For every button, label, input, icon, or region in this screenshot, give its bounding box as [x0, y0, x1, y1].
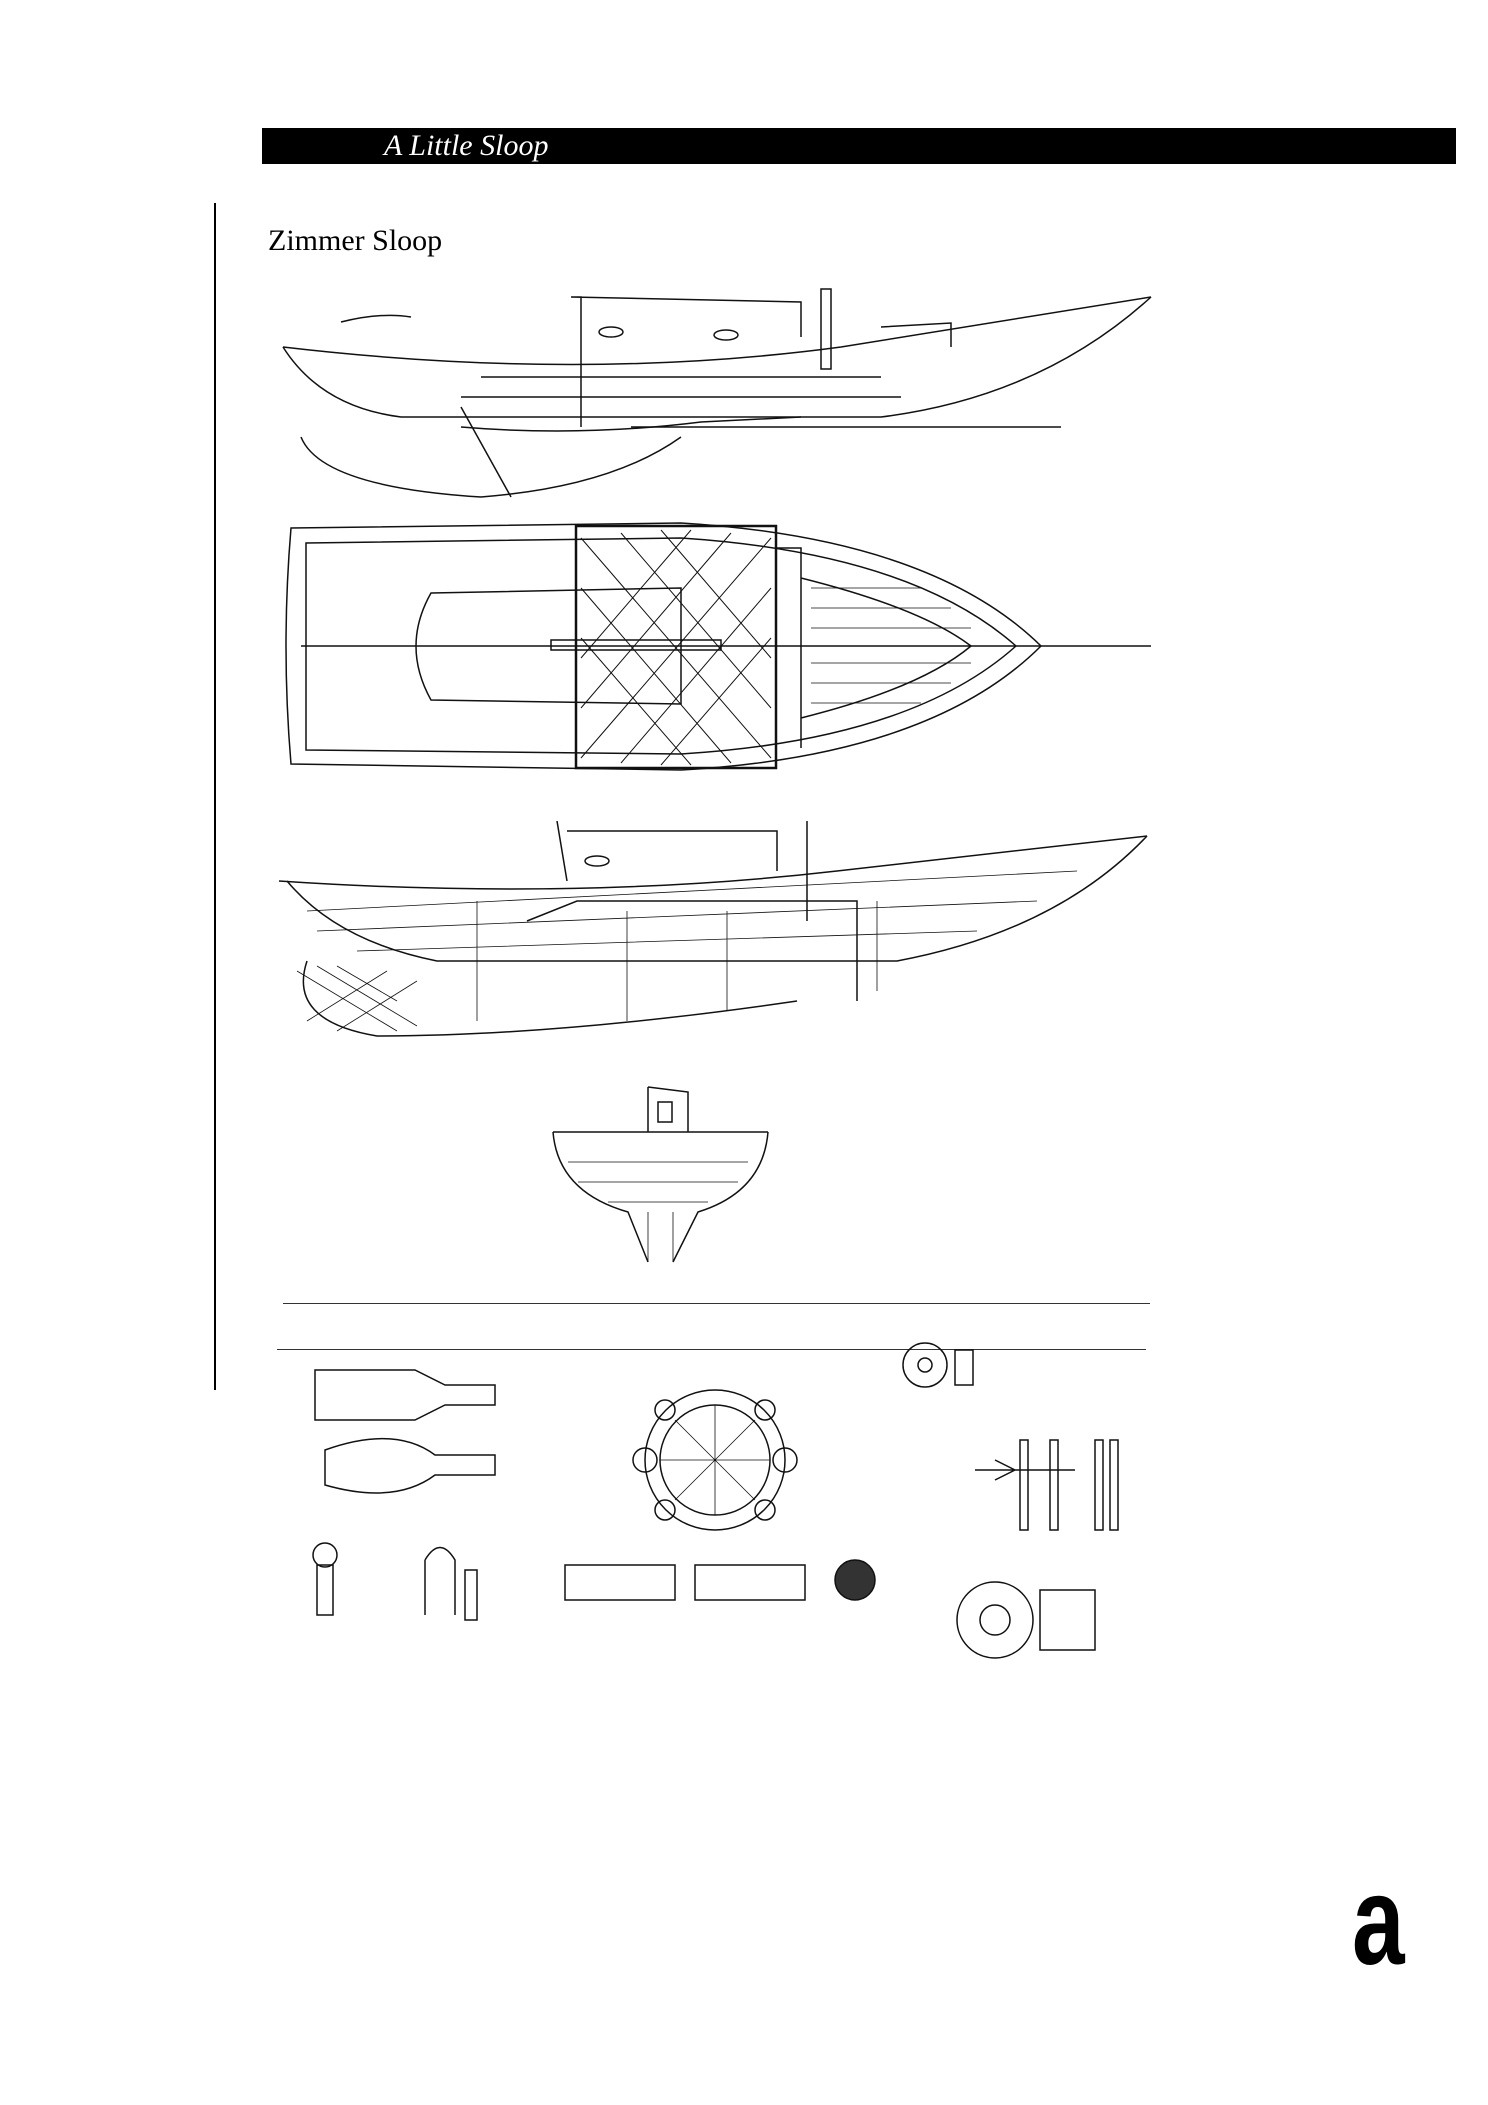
midship-section-drawing	[552, 1086, 769, 1263]
sail-plan-profile-drawing	[282, 288, 1152, 498]
hardware-details-drawing	[312, 1342, 1119, 1659]
header-bar: A Little Sloop	[262, 128, 1456, 164]
header-title: A Little Sloop	[384, 129, 549, 162]
divider-rule	[277, 1349, 1146, 1350]
deck-plan-drawing	[285, 522, 1151, 771]
section-title: Zimmer Sloop	[268, 224, 443, 257]
margin-rule	[214, 203, 216, 1390]
page-letter: a	[1352, 1850, 1405, 1991]
construction-profile-drawing	[278, 821, 1148, 1037]
divider-rule	[283, 1303, 1150, 1304]
